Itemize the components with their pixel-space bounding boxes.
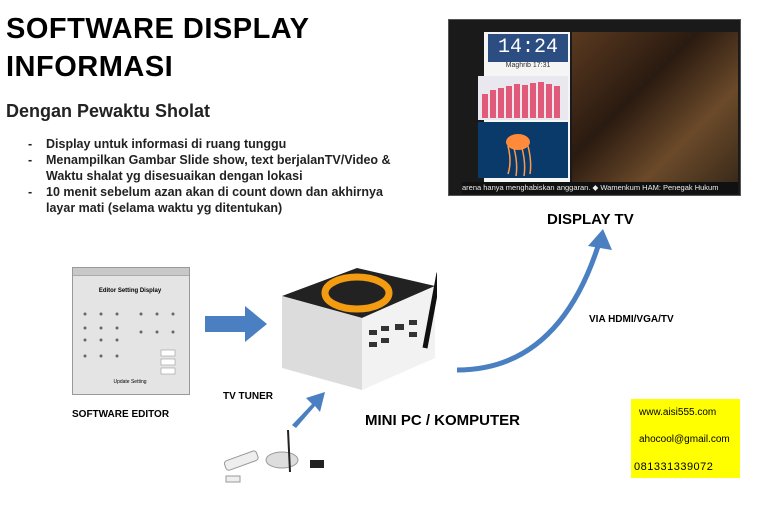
contact-box: [631, 399, 740, 478]
software-editor-label: SOFTWARE EDITOR: [72, 409, 170, 420]
mini-pc-label: MINI PC / KOMPUTER: [365, 412, 521, 429]
tv-bar-chart-graphic: [478, 76, 568, 120]
contact-phone: 081331339072: [634, 461, 714, 473]
right-arrow-icon: [205, 306, 267, 342]
tv-video-frame: [572, 32, 738, 182]
tv-tuner-label: TV TUNER: [223, 391, 273, 402]
feature-list: Display untuk informasi di ruang tunggu …: [28, 136, 408, 216]
tv-running-text: arena hanya menghabiskan anggaran. ◆ Wam…: [462, 182, 738, 194]
connection-label: VIA HDMI/VGA/TV: [589, 314, 674, 325]
feature-item: Menampilkan Gambar Slide show, text berj…: [28, 152, 408, 184]
tv-prayer-time: Maghrib 17:31: [505, 62, 551, 69]
editor-screenshot: [72, 267, 190, 395]
editor-footer: Update Setting: [113, 379, 147, 385]
page-subtitle: Dengan Pewaktu Sholat: [6, 101, 211, 121]
tv-jellyfish-image: [478, 122, 568, 178]
tv-tuner-image: [223, 429, 324, 483]
up-arrow-icon: [292, 392, 325, 428]
page-title: SOFTWARE DISPLAY INFORMASI: [6, 13, 309, 83]
display-tv-label: DISPLAY TV: [547, 211, 634, 228]
editor-title: Editor Setting Display: [98, 288, 162, 294]
feature-item: Display untuk informasi di ruang tunggu: [28, 136, 408, 152]
feature-item: 10 menit sebelum azan akan di count down…: [28, 184, 408, 216]
curved-arrow-icon: [456, 239, 603, 373]
mini-pc-image: [282, 268, 437, 390]
tv-clock: 14:24: [488, 34, 568, 62]
contact-website: www.aisi555.com: [639, 407, 717, 418]
contact-email: ahocool@gmail.com: [639, 434, 730, 445]
